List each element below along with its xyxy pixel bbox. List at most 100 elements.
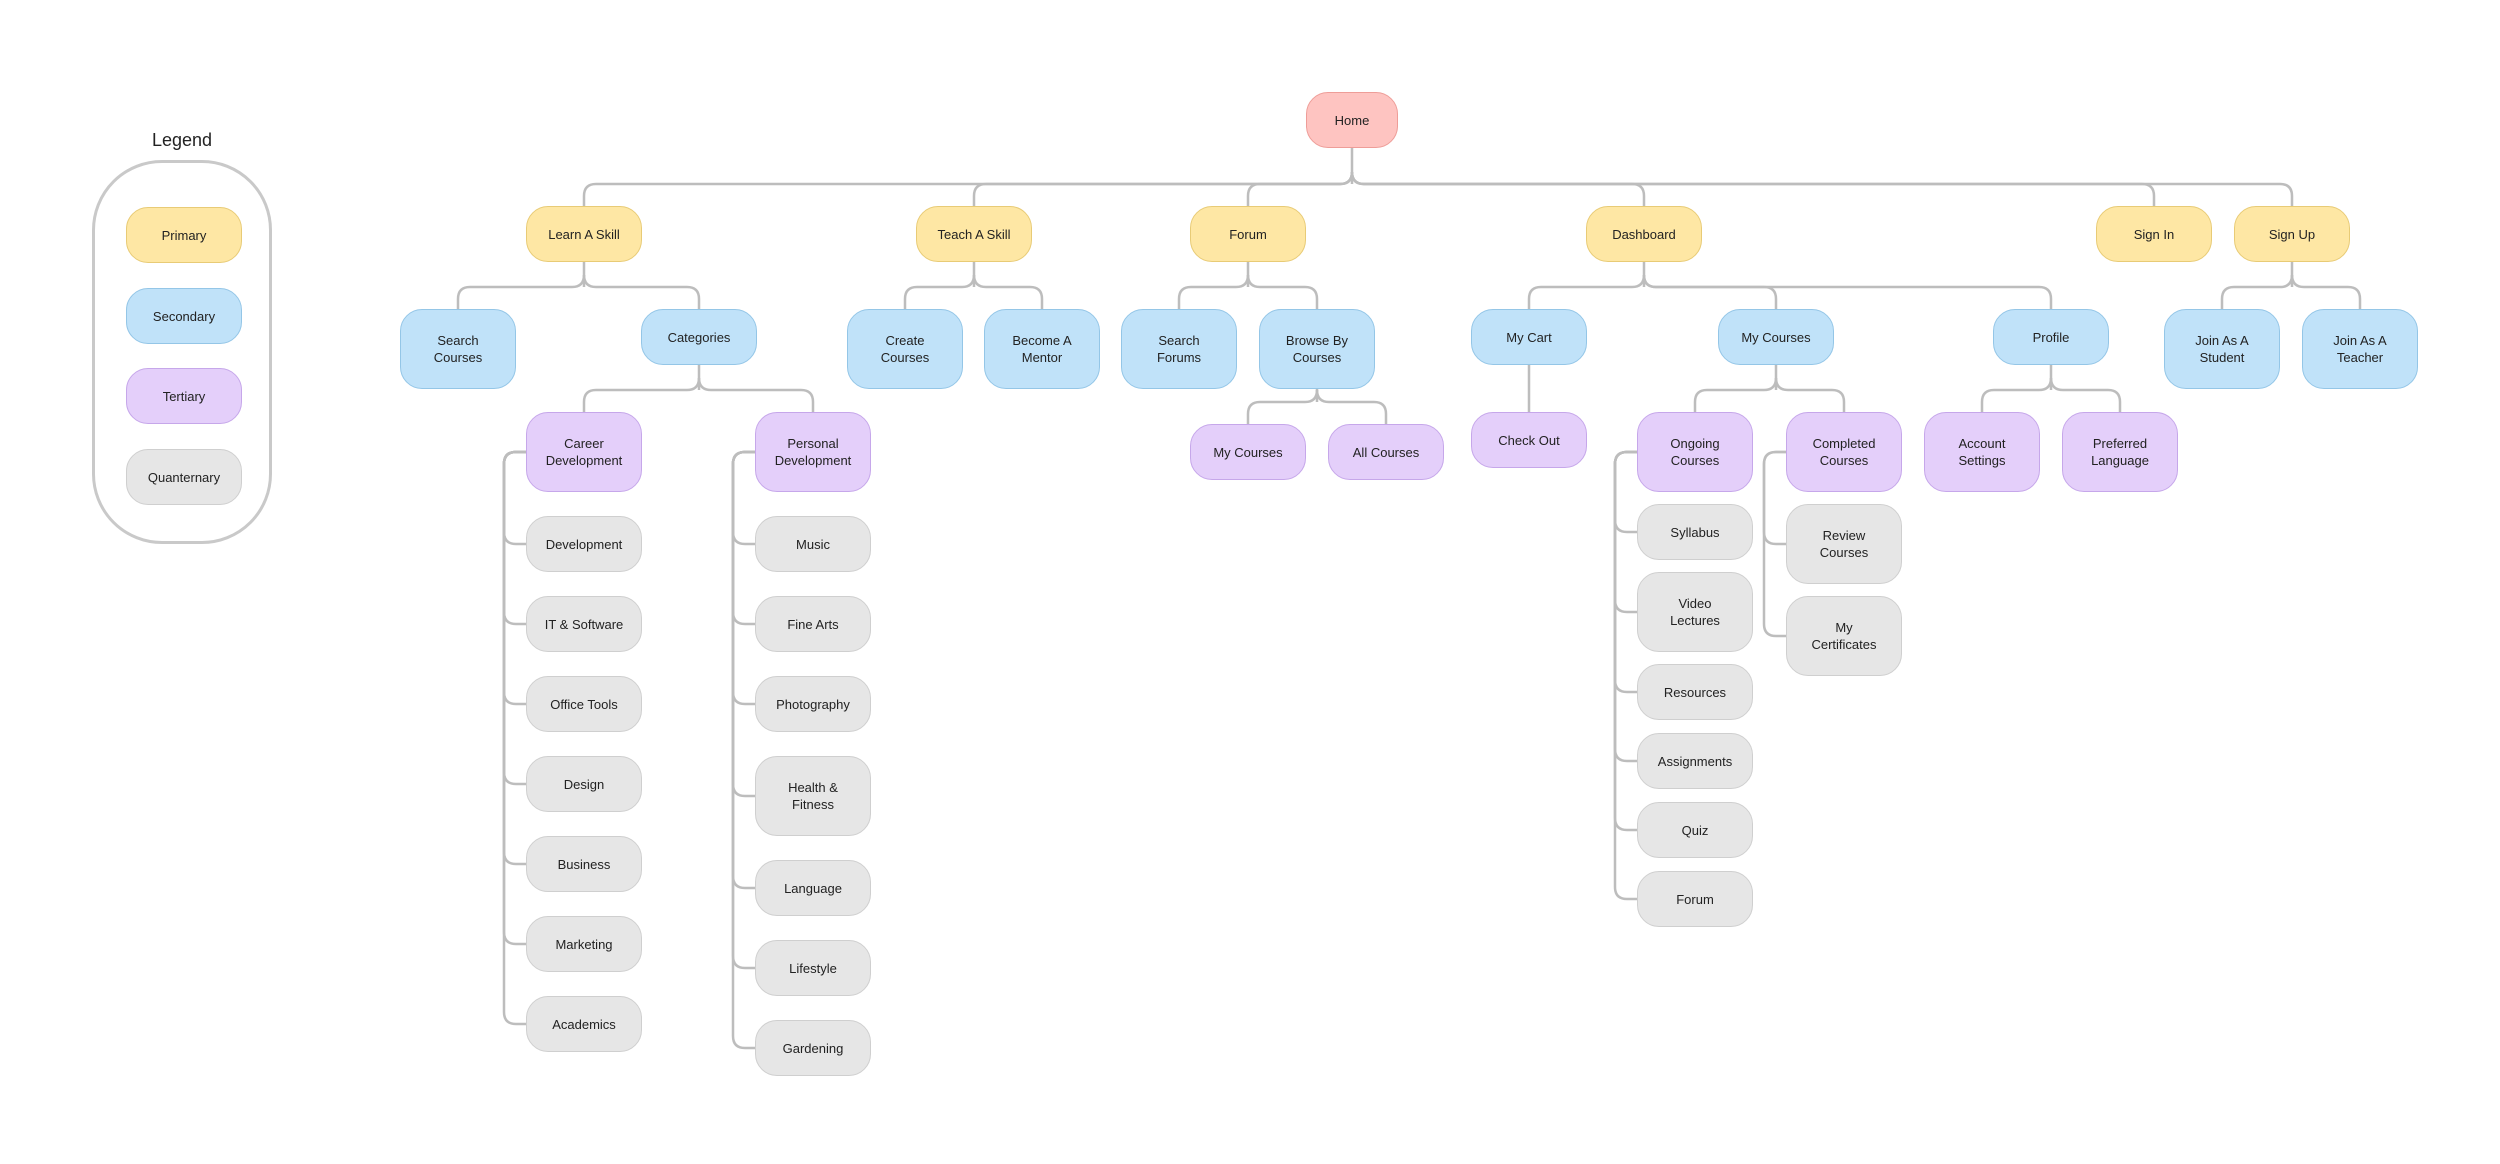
connector-browse_courses-all_courses	[1315, 389, 1388, 424]
node-join-as-a-teacher: Join As A Teacher	[2302, 309, 2418, 389]
connector-home-learn	[582, 171, 1354, 206]
node-forum-my-courses: My Courses	[1190, 424, 1306, 480]
node-sign-in: Sign In	[2096, 206, 2212, 262]
connector-personal_dev-language	[731, 450, 755, 890]
node-design: Design	[526, 756, 642, 812]
connector-ongoing-quiz	[1613, 450, 1637, 832]
node-become-a-mentor: Become A Mentor	[984, 309, 1100, 389]
node-my-cart: My Cart	[1471, 309, 1587, 365]
connector-career_dev-marketing	[502, 450, 526, 946]
connector-completed-my_certificates	[1762, 450, 1786, 638]
connector-home-teach	[972, 171, 1354, 206]
connector-ongoing-assignments	[1613, 450, 1637, 763]
connector-dash_my_courses-ongoing	[1693, 377, 1778, 412]
node-health-fitness: Health & Fitness	[755, 756, 871, 836]
node-resources: Resources	[1637, 664, 1753, 720]
connector-profile-account_settings	[1980, 377, 2053, 412]
connector-signup-join_student	[2220, 274, 2294, 309]
node-preferred-language: Preferred Language	[2062, 412, 2178, 492]
node-fine-arts: Fine Arts	[755, 596, 871, 652]
connector-learn-search_courses	[456, 274, 586, 309]
node-forum: Forum	[1190, 206, 1306, 262]
node-sign-up: Sign Up	[2234, 206, 2350, 262]
connector-career_dev-business	[502, 450, 526, 866]
node-account-settings: Account Settings	[1924, 412, 2040, 492]
node-gardening: Gardening	[755, 1020, 871, 1076]
connector-forum-search_forums	[1177, 274, 1250, 309]
connector-dash_my_courses-completed	[1774, 377, 1846, 412]
connector-career_dev-academics	[502, 450, 526, 1026]
node-marketing: Marketing	[526, 916, 642, 972]
node-career-development: Career Development	[526, 412, 642, 492]
node-completed-courses: Completed Courses	[1786, 412, 1902, 492]
node-my-certificates: My Certificates	[1786, 596, 1902, 676]
node-home: Home	[1306, 92, 1398, 148]
connector-teach-become_mentor	[972, 274, 1044, 309]
connector-ongoing-syllabus	[1613, 450, 1637, 534]
node-music: Music	[755, 516, 871, 572]
node-development: Development	[526, 516, 642, 572]
node-join-as-a-student: Join As A Student	[2164, 309, 2280, 389]
connector-categories-career_dev	[582, 377, 701, 412]
node-search-courses: Search Courses	[400, 309, 516, 389]
node-quiz: Quiz	[1637, 802, 1753, 858]
node-lifestyle: Lifestyle	[755, 940, 871, 996]
node-syllabus: Syllabus	[1637, 504, 1753, 560]
node-video-lectures: Video Lectures	[1637, 572, 1753, 652]
node-learn-a-skill: Learn A Skill	[526, 206, 642, 262]
node-personal-development: Personal Development	[755, 412, 871, 492]
node-review-courses: Review Courses	[1786, 504, 1902, 584]
connector-learn-categories	[582, 274, 701, 309]
node-office-tools: Office Tools	[526, 676, 642, 732]
connector-home-signin	[1350, 171, 2156, 206]
node-search-forums: Search Forums	[1121, 309, 1237, 389]
legend-item-secondary: Secondary	[126, 288, 242, 344]
node-profile: Profile	[1993, 309, 2109, 365]
connector-personal_dev-fine_arts	[731, 450, 755, 626]
connector-signup-join_teacher	[2290, 274, 2362, 309]
connector-dashboard-dash_my_courses	[1642, 274, 1778, 309]
node-dashboard-my-courses: My Courses	[1718, 309, 1834, 365]
node-all-courses: All Courses	[1328, 424, 1444, 480]
legend-item-primary: Primary	[126, 207, 242, 263]
connector-career_dev-office_tools	[502, 450, 526, 706]
connector-teach-create_courses	[903, 274, 976, 309]
node-categories: Categories	[641, 309, 757, 365]
legend-container	[92, 160, 272, 544]
node-teach-a-skill: Teach A Skill	[916, 206, 1032, 262]
legend-item-quanternary: Quanternary	[126, 449, 242, 505]
node-language: Language	[755, 860, 871, 916]
connector-personal_dev-photography	[731, 450, 755, 706]
node-ongoing-courses: Ongoing Courses	[1637, 412, 1753, 492]
connector-home-forum	[1246, 171, 1354, 206]
connector-home-signup	[1350, 171, 2294, 206]
connector-personal_dev-gardening	[731, 450, 755, 1050]
legend-item-tertiary: Tertiary	[126, 368, 242, 424]
node-browse-by-courses: Browse By Courses	[1259, 309, 1375, 389]
node-photography: Photography	[755, 676, 871, 732]
connector-forum-browse_courses	[1246, 274, 1319, 309]
legend-title: Legend	[151, 130, 213, 150]
connector-profile-pref_language	[2049, 377, 2122, 412]
connector-home-dashboard	[1350, 171, 1646, 206]
connector-completed-review_courses	[1762, 450, 1786, 546]
node-check-out: Check Out	[1471, 412, 1587, 468]
node-dashboard: Dashboard	[1586, 206, 1702, 262]
node-assignments: Assignments	[1637, 733, 1753, 789]
connector-personal_dev-music	[731, 450, 755, 546]
connector-ongoing-ongoing_forum	[1613, 450, 1637, 901]
connector-dashboard-profile	[1642, 274, 2053, 309]
connector-ongoing-resources	[1613, 450, 1637, 694]
connector-categories-personal_dev	[697, 377, 815, 412]
node-create-courses: Create Courses	[847, 309, 963, 389]
node-business: Business	[526, 836, 642, 892]
connector-dashboard-my_cart	[1527, 274, 1646, 309]
connector-career_dev-it_software	[502, 450, 526, 626]
node-ongoing-forum: Forum	[1637, 871, 1753, 927]
node-academics: Academics	[526, 996, 642, 1052]
connector-browse_courses-forum_my_courses	[1246, 389, 1319, 424]
connector-personal_dev-lifestyle	[731, 450, 755, 970]
node-it-software: IT & Software	[526, 596, 642, 652]
